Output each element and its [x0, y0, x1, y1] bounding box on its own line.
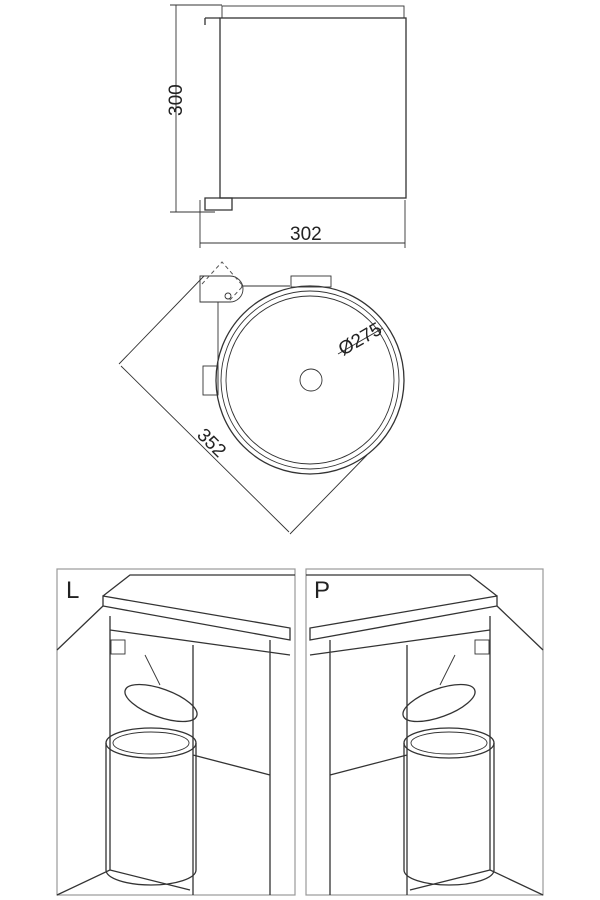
countertop-right [306, 574, 498, 641]
mounting-bracket [204, 17, 233, 211]
height-dimension-label: 300 [166, 84, 187, 116]
bin-lid-right [402, 683, 476, 723]
top-view: 352 Ø275 [118, 261, 405, 535]
side-view: 300 302 [166, 4, 407, 248]
hinge-right [474, 639, 490, 655]
lid-cord-right [439, 654, 456, 686]
bin-body-left [105, 743, 197, 886]
installation-left: L [56, 568, 296, 896]
installation-right: P [305, 568, 544, 896]
cabinet-lines-right [309, 605, 544, 896]
bin-inner-right [410, 731, 488, 755]
bin-inner-left [112, 731, 190, 755]
bin-top-left [105, 727, 197, 759]
hinge-pin [224, 292, 232, 300]
lid-cord-left [144, 654, 161, 686]
bin-body-side [219, 17, 407, 199]
bin-outer-rim [215, 285, 405, 475]
cabinet-lines-left [56, 605, 291, 896]
installation-label-left: L [66, 577, 79, 604]
hinge-block [199, 275, 244, 303]
hinge-swing-outline [201, 261, 244, 303]
bin-mid-rim [220, 290, 400, 470]
width-dimension-label: 302 [290, 224, 322, 245]
bin-inner-rim [225, 295, 395, 465]
countertop-left [102, 574, 295, 641]
panel-frame-right [305, 568, 544, 896]
frame-lines [217, 285, 290, 395]
diagonal-dimension-label: 352 [192, 425, 229, 462]
height-dimension-lines [170, 4, 222, 213]
diagonal-dimension-lines [118, 275, 368, 535]
lid-rim [221, 5, 405, 19]
center-hole [299, 368, 323, 392]
diameter-label: Ø275 [335, 319, 386, 360]
bin-lid-left [124, 683, 198, 723]
diameter-leader [337, 327, 384, 355]
width-dimension-lines [199, 200, 406, 248]
bin-body-right [403, 743, 495, 886]
installation-label-right: P [314, 577, 330, 604]
bin-top-right [403, 727, 495, 759]
top-tab [290, 275, 332, 288]
hinge-left [110, 639, 126, 655]
panel-frame-left [56, 568, 296, 896]
